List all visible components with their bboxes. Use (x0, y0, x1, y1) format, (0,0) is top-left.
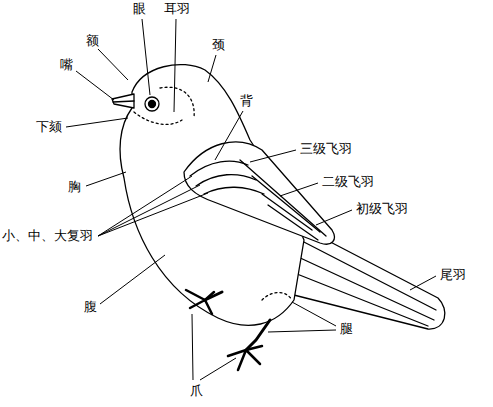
leader-line (410, 276, 436, 290)
leader-line (280, 183, 318, 196)
part-label: 尾羽 (440, 268, 466, 281)
leader-line (268, 330, 336, 332)
leader-line (250, 150, 296, 162)
toe (228, 346, 262, 370)
eye (145, 97, 159, 111)
leader-line (66, 118, 128, 127)
leader-line (142, 19, 150, 95)
covert-line (204, 187, 264, 194)
eye-pupil (149, 101, 156, 108)
leader-lines (66, 19, 436, 380)
part-label: 眼 (133, 2, 146, 15)
leader-line (98, 193, 208, 236)
part-label: 爪 (190, 384, 203, 397)
leader-line (174, 19, 176, 112)
toe (186, 290, 214, 314)
bird-figure (112, 65, 445, 370)
throat-line (134, 112, 182, 124)
leader-line (100, 255, 165, 304)
covert-line (190, 161, 248, 176)
part-label: 耳羽 (164, 2, 190, 15)
part-label: 嘴 (60, 58, 73, 71)
leader-line (192, 314, 193, 380)
beak-line (113, 101, 134, 102)
flight-feather-line (252, 176, 320, 232)
leader-line (76, 71, 114, 100)
part-label: 腿 (340, 322, 353, 335)
flight-feather-line (268, 205, 318, 240)
part-label: 胸 (68, 180, 81, 193)
thigh-line (262, 293, 292, 301)
leader-line (200, 358, 236, 380)
leader-line (215, 111, 243, 160)
flight-feather-line (240, 160, 326, 236)
leader-line (98, 185, 200, 236)
leg (246, 320, 270, 350)
part-label: 背 (240, 94, 253, 107)
tail-feather-line (300, 240, 436, 310)
part-label: 二级飞羽 (322, 175, 374, 188)
part-label: 初级飞羽 (356, 202, 408, 215)
flight-feather-line (262, 194, 312, 230)
leader-line (208, 55, 216, 82)
part-label: 三级飞羽 (300, 142, 352, 155)
part-label: 额 (86, 34, 99, 47)
leader-line (98, 176, 192, 236)
part-label: 下颏 (36, 120, 62, 133)
leader-line (98, 49, 128, 80)
part-label: 腹 (84, 300, 97, 313)
leader-line (292, 302, 336, 326)
leader-line (316, 210, 352, 225)
cheek-line (160, 87, 194, 118)
tail-feather-line (292, 272, 428, 326)
covert-line (196, 175, 256, 186)
part-label: 小、中、大复羽 (2, 229, 93, 242)
part-label: 颈 (212, 38, 225, 51)
beak (112, 94, 134, 108)
leader-line (86, 172, 126, 186)
